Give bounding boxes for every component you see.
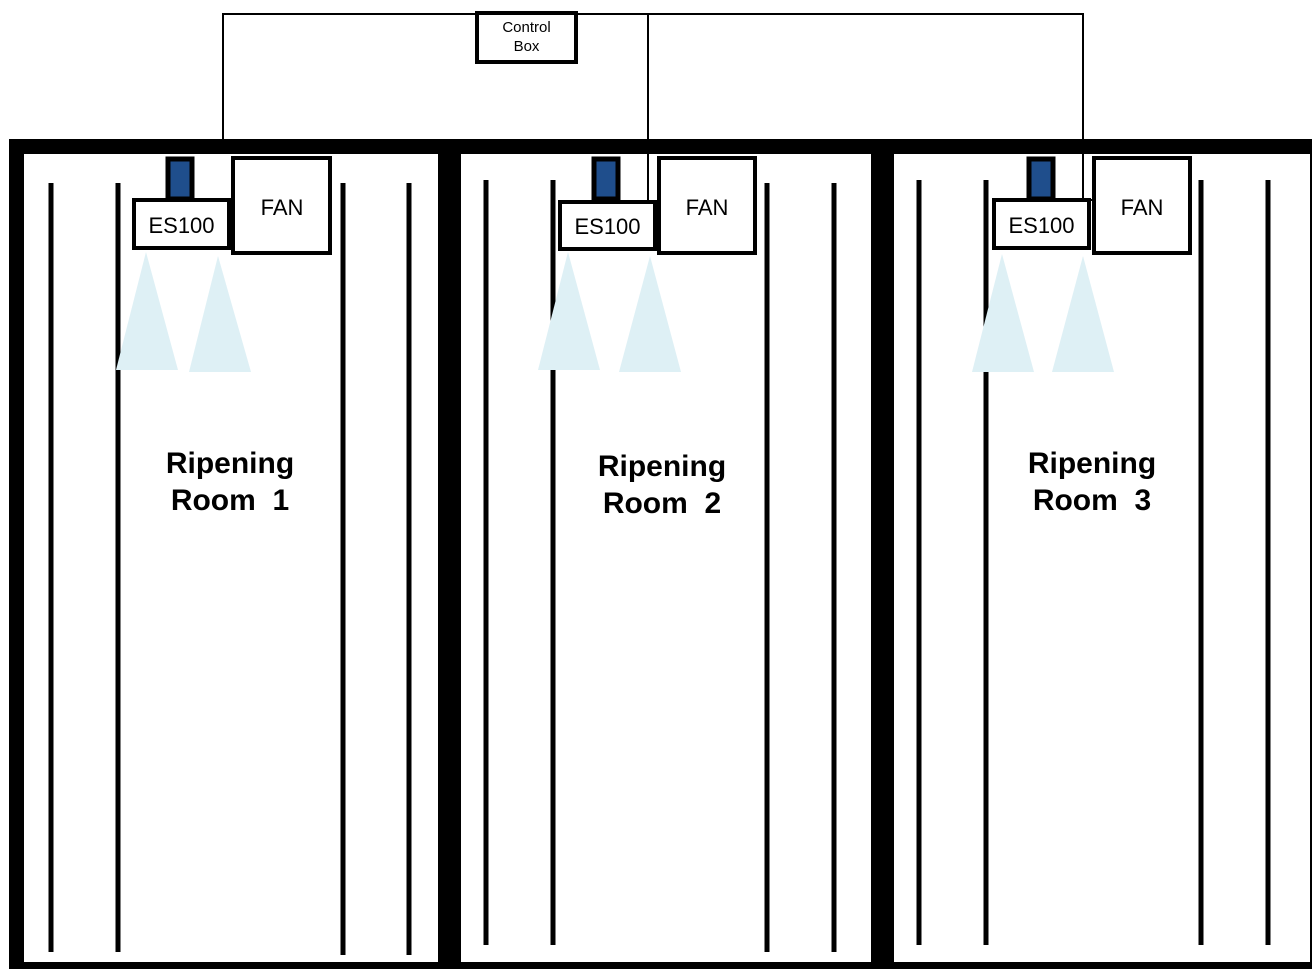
control-box-label-line2: Box <box>514 38 540 55</box>
es100-label: ES100 <box>148 213 214 238</box>
room-3-interior <box>894 154 1310 962</box>
fan-label: FAN <box>686 195 729 220</box>
spray-cone <box>116 252 178 370</box>
room-1: ES100 FAN Ripening Room 1 <box>48 156 412 955</box>
es100-unit <box>992 198 1091 250</box>
control-box: Control Box <box>475 11 578 64</box>
sensor-head-icon <box>165 156 195 202</box>
spray-cone <box>619 256 681 372</box>
es100-label: ES100 <box>574 214 640 239</box>
es100-unit <box>558 200 657 251</box>
spray-cone <box>972 254 1034 372</box>
fan-label: FAN <box>261 195 304 220</box>
control-box-label-line1: Control <box>502 19 550 36</box>
room-title-line2: Room 1 <box>171 484 289 517</box>
room-title-line1: Ripening <box>1028 447 1156 480</box>
rack-lines <box>483 180 837 952</box>
spray-cone <box>189 256 251 372</box>
spray-cone <box>538 252 600 370</box>
rack-lines <box>48 183 412 955</box>
room-3: ES100 FAN Ripening Room 3 <box>916 156 1271 945</box>
es100-unit <box>132 198 231 250</box>
room-2-interior <box>461 154 871 962</box>
spray-cone <box>1052 256 1114 372</box>
sensor-head-icon <box>591 156 621 202</box>
fan-unit <box>657 156 757 255</box>
room-title-line1: Ripening <box>166 447 294 480</box>
fan-unit <box>1092 156 1192 255</box>
room-title-line2: Room 3 <box>1033 484 1151 517</box>
room-2: ES100 FAN Ripening Room 2 <box>483 156 837 952</box>
fan-label: FAN <box>1121 195 1164 220</box>
rack-lines <box>916 180 1271 945</box>
room-title-line1: Ripening <box>598 450 726 483</box>
room-1-interior <box>24 154 438 962</box>
es100-label: ES100 <box>1008 213 1074 238</box>
room-title-line2: Room 2 <box>603 487 721 520</box>
sensor-head-icon <box>1026 156 1056 202</box>
fan-unit <box>231 156 332 255</box>
